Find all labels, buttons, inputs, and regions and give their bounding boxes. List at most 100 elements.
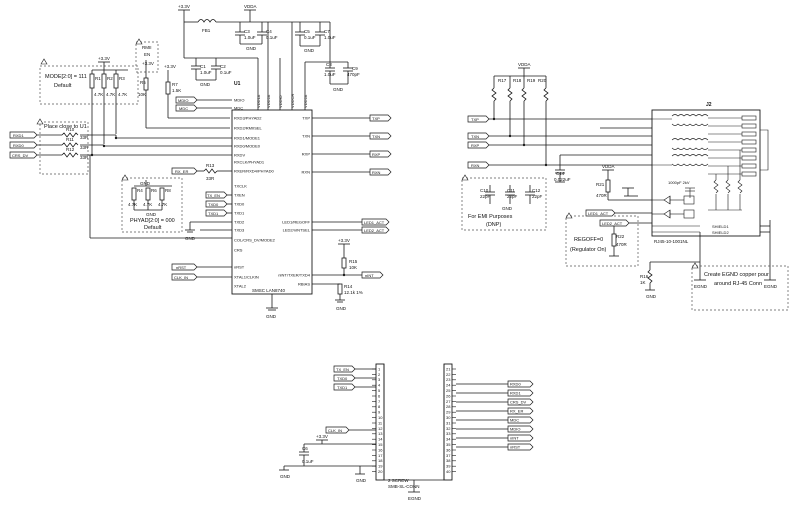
txd1-flag: TXD1 — [208, 211, 219, 216]
c6-value: 0.1uF — [302, 459, 314, 464]
c7-label: C7 — [324, 29, 330, 34]
j1-left-pin-number: 10 — [378, 415, 383, 420]
regoff-note: REGOFF=0 — [574, 237, 603, 243]
u1-left-pin: XTAL1/CLKIN — [234, 275, 259, 280]
j1-right-pin-number: 30 — [446, 415, 451, 420]
u1-left-pin: nRST — [234, 265, 245, 270]
j1-left-pin-number: 15 — [378, 442, 383, 447]
j1-right-net-label: RX_ER — [510, 409, 523, 414]
u1-right-pin: nINT/TXER/TXD4 — [278, 273, 311, 278]
j1-right-pin-number: 39 — [446, 464, 451, 469]
fb1-label: FB1 — [202, 28, 211, 33]
mode-note: MODE[2:0] = 111 — [45, 74, 87, 80]
u1-left-pin: TXD2 — [234, 220, 245, 225]
u1-gnd-label: GND — [266, 314, 277, 319]
led2-flag-rj: LED2_ACT — [602, 221, 623, 226]
j1-right-pin-number: 33 — [446, 431, 451, 436]
j1-left-pin-number: 5 — [378, 388, 381, 393]
c1-label: C1 — [200, 64, 206, 69]
u1-left-pin: MDC — [234, 106, 243, 111]
u1-left-pin: TXCLK — [234, 184, 247, 189]
r13-value: 33R — [206, 176, 215, 181]
r22-label: R22 — [616, 234, 625, 239]
r6-label: R6 — [151, 188, 157, 193]
mdc-flag: MDC — [179, 106, 188, 111]
u1-left-pin: XTAL2 — [234, 284, 247, 289]
emi-note: For EMI Purposes — [468, 214, 513, 220]
u1-right-pin: RXN — [302, 170, 311, 175]
r17-label: R17 — [498, 78, 507, 83]
r3-value: 4.7K — [118, 92, 127, 97]
place-note: Place close to U1 — [44, 124, 87, 130]
u1-left-pin: RXD1/MODE1 — [234, 136, 261, 141]
gnd-c3-label: GND — [246, 46, 257, 51]
j1-right-pin-number: 40 — [446, 469, 451, 474]
r13-label: R13 — [206, 163, 215, 168]
gnd-j1-mid-label: GND — [356, 478, 367, 483]
u1-left-pin: TXEN — [234, 193, 245, 198]
u1-top-pin-5: VDD2A — [303, 94, 308, 108]
c14-label: C14 — [556, 171, 565, 176]
gnd-c5-label: GND — [304, 48, 315, 53]
phyad-config-block: GND R4 R6 R8 4.7K 4.7K 4.7K GND PHYAD[2:… — [121, 174, 183, 233]
j1-right-pin-number: 25 — [446, 388, 451, 393]
u1-left-pin: TXD1 — [234, 211, 245, 216]
j1-txd0-flag: TXD0 — [337, 376, 348, 381]
j1-footer2: SMB-SL-CONN — [388, 484, 420, 489]
u1-right-pin: LED2/nINTSEL — [283, 228, 311, 233]
u1-left-pin: TXD0 — [234, 202, 245, 207]
c3-value: 1.0uF — [244, 35, 256, 40]
j1-left-pin-number: 8 — [378, 404, 381, 409]
regoff-note2: (Regulator On) — [570, 247, 607, 253]
j1-right-net-label: MDC — [510, 418, 519, 423]
c9-label: C9 — [352, 66, 358, 71]
r21-value: 470R — [596, 193, 608, 198]
led1-flag-rj: LED1_ACT — [588, 211, 609, 216]
c10-label: C10 — [480, 188, 489, 193]
rxd1-flag: RXD1 — [13, 133, 24, 138]
emi-note-dnp: (DNP) — [486, 222, 501, 228]
rxd0-flag: RXD0 — [13, 143, 24, 148]
u1-right-nets: TXP TXN RXP RXN LED1_ACT LED2_ACT nINT +… — [312, 114, 392, 311]
j1-right-pin-number: 24 — [446, 383, 451, 388]
egnd-note: Create EGND copper pour — [704, 272, 769, 278]
int-flag: nINT — [365, 273, 374, 278]
r18-label: R18 — [513, 78, 522, 83]
c11-value: 22pF — [507, 194, 518, 199]
j1-right-pin-number: 29 — [446, 410, 451, 415]
gnd-rbias-label: GND — [336, 306, 347, 311]
phyad-note-default: Default — [144, 225, 162, 231]
c3-label: C3 — [244, 29, 250, 34]
r10-value: 33R — [80, 135, 89, 140]
c4-label: C4 — [266, 29, 272, 34]
txn-flag-u1: TXN — [372, 134, 380, 139]
u1-left-pin: COL/CRS_DV/MODE2 — [234, 238, 276, 243]
j1-right-net-label: RXD1 — [510, 391, 521, 396]
j1-left-pin-number: 17 — [378, 453, 383, 458]
r15-label: R15 — [349, 259, 358, 264]
r22-value: 470R — [616, 242, 628, 247]
j1-right-pin-number: 34 — [446, 437, 451, 442]
egnd-bottom-label: EGND — [694, 284, 708, 289]
j1-right-net-label: nRST — [510, 445, 521, 450]
txd0-flag: TXD0 — [208, 202, 219, 207]
j1-footer: 2 SCREW — [388, 478, 409, 483]
v33-int-label: +3.3V — [338, 238, 350, 243]
r2-label: R2 — [107, 76, 113, 81]
r15-value: 10K — [349, 265, 357, 270]
c8-value: 1.0uF — [324, 72, 336, 77]
j1-right-pin-number: 32 — [446, 426, 451, 431]
u1-top-pin-3: VDDIO — [278, 95, 283, 108]
j1-right-pin-number: 31 — [446, 420, 451, 425]
r16-label: R16 — [640, 274, 649, 279]
j1-right-net-flag — [507, 416, 534, 424]
gnd-emi-label: GND — [502, 206, 513, 211]
rmii-en-block: RMII EN +3.3V R5 10K R7 1.5K +3.3V — [135, 38, 230, 129]
u1-top-pin-2: VDD2A — [266, 94, 271, 108]
c6-label: C6 — [302, 446, 308, 451]
j1-left-pin-number: 2 — [378, 372, 381, 377]
c12-label: C12 — [532, 188, 541, 193]
egnd-j2-label: EGND — [764, 284, 778, 289]
